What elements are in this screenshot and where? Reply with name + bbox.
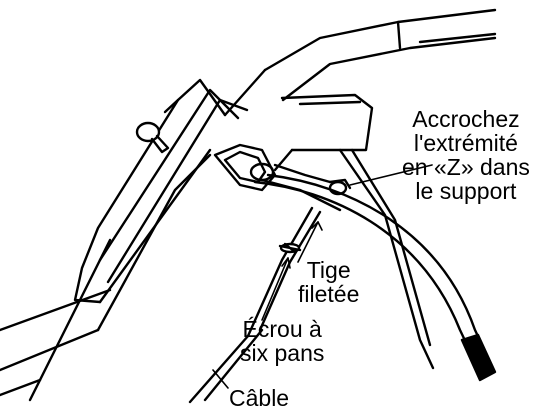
threaded-rod-label: Tige filetée <box>298 258 359 306</box>
hook-line-3: en «Z» dans <box>402 154 530 180</box>
threaded-rod <box>246 206 322 338</box>
hook-line-4: le support <box>415 178 517 204</box>
upper-tube <box>223 8 497 117</box>
hex-nut-label: Écrou à six pans <box>240 317 324 365</box>
leader-lines <box>212 164 433 389</box>
lower-frame <box>0 153 212 402</box>
hook-line-1: Accrochez <box>412 106 520 132</box>
hook-instruction-label: Accrochez l'extrémité en «Z» dans le sup… <box>402 107 530 203</box>
knob <box>135 121 170 154</box>
cable-run <box>188 328 264 404</box>
cable-line-1: Câble <box>229 385 290 411</box>
rod-line-2: filetée <box>298 281 360 307</box>
nut-line-2: six pans <box>240 340 325 366</box>
rod-line-1: Tige <box>306 257 351 283</box>
hook-line-2: l'extrémité <box>413 130 518 156</box>
cable <box>253 173 497 382</box>
cable-label: Câble <box>229 386 289 410</box>
handle-panel <box>73 78 249 304</box>
nut-line-1: Écrou à <box>242 316 322 342</box>
